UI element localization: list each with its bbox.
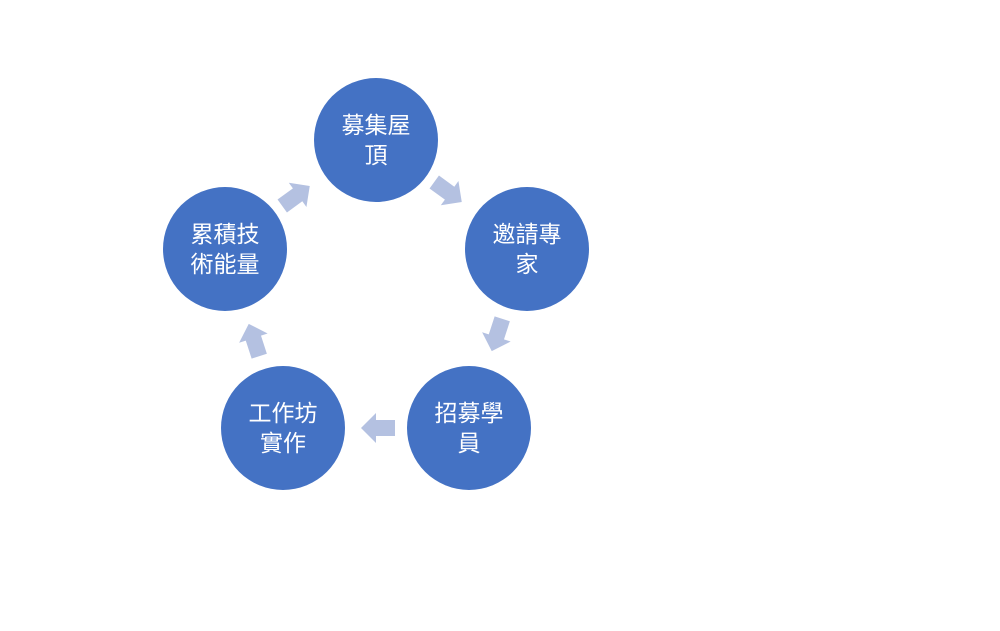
- node-label: 術能量: [191, 252, 260, 278]
- node-label: 工作坊: [249, 401, 318, 427]
- node-circle: [407, 366, 531, 490]
- node-circle: [221, 366, 345, 490]
- node-circle: [314, 78, 438, 202]
- cycle-arrow-1: [429, 175, 462, 206]
- node-label: 家: [516, 252, 539, 278]
- node-label: 頂: [365, 143, 388, 169]
- cycle-arrow-2: [482, 316, 511, 352]
- node-label: 員: [458, 431, 481, 457]
- node-label: 實作: [260, 431, 306, 457]
- node-label: 累積技: [191, 222, 260, 248]
- cycle-arrow-3: [361, 413, 395, 443]
- cycle-arrow-5: [277, 182, 310, 213]
- node-circle: [163, 187, 287, 311]
- cycle-arrow-4: [239, 323, 268, 359]
- node-label: 募集屋: [342, 113, 411, 139]
- node-label: 邀請專: [493, 222, 562, 248]
- node-circle: [465, 187, 589, 311]
- node-label: 招募學: [435, 401, 504, 427]
